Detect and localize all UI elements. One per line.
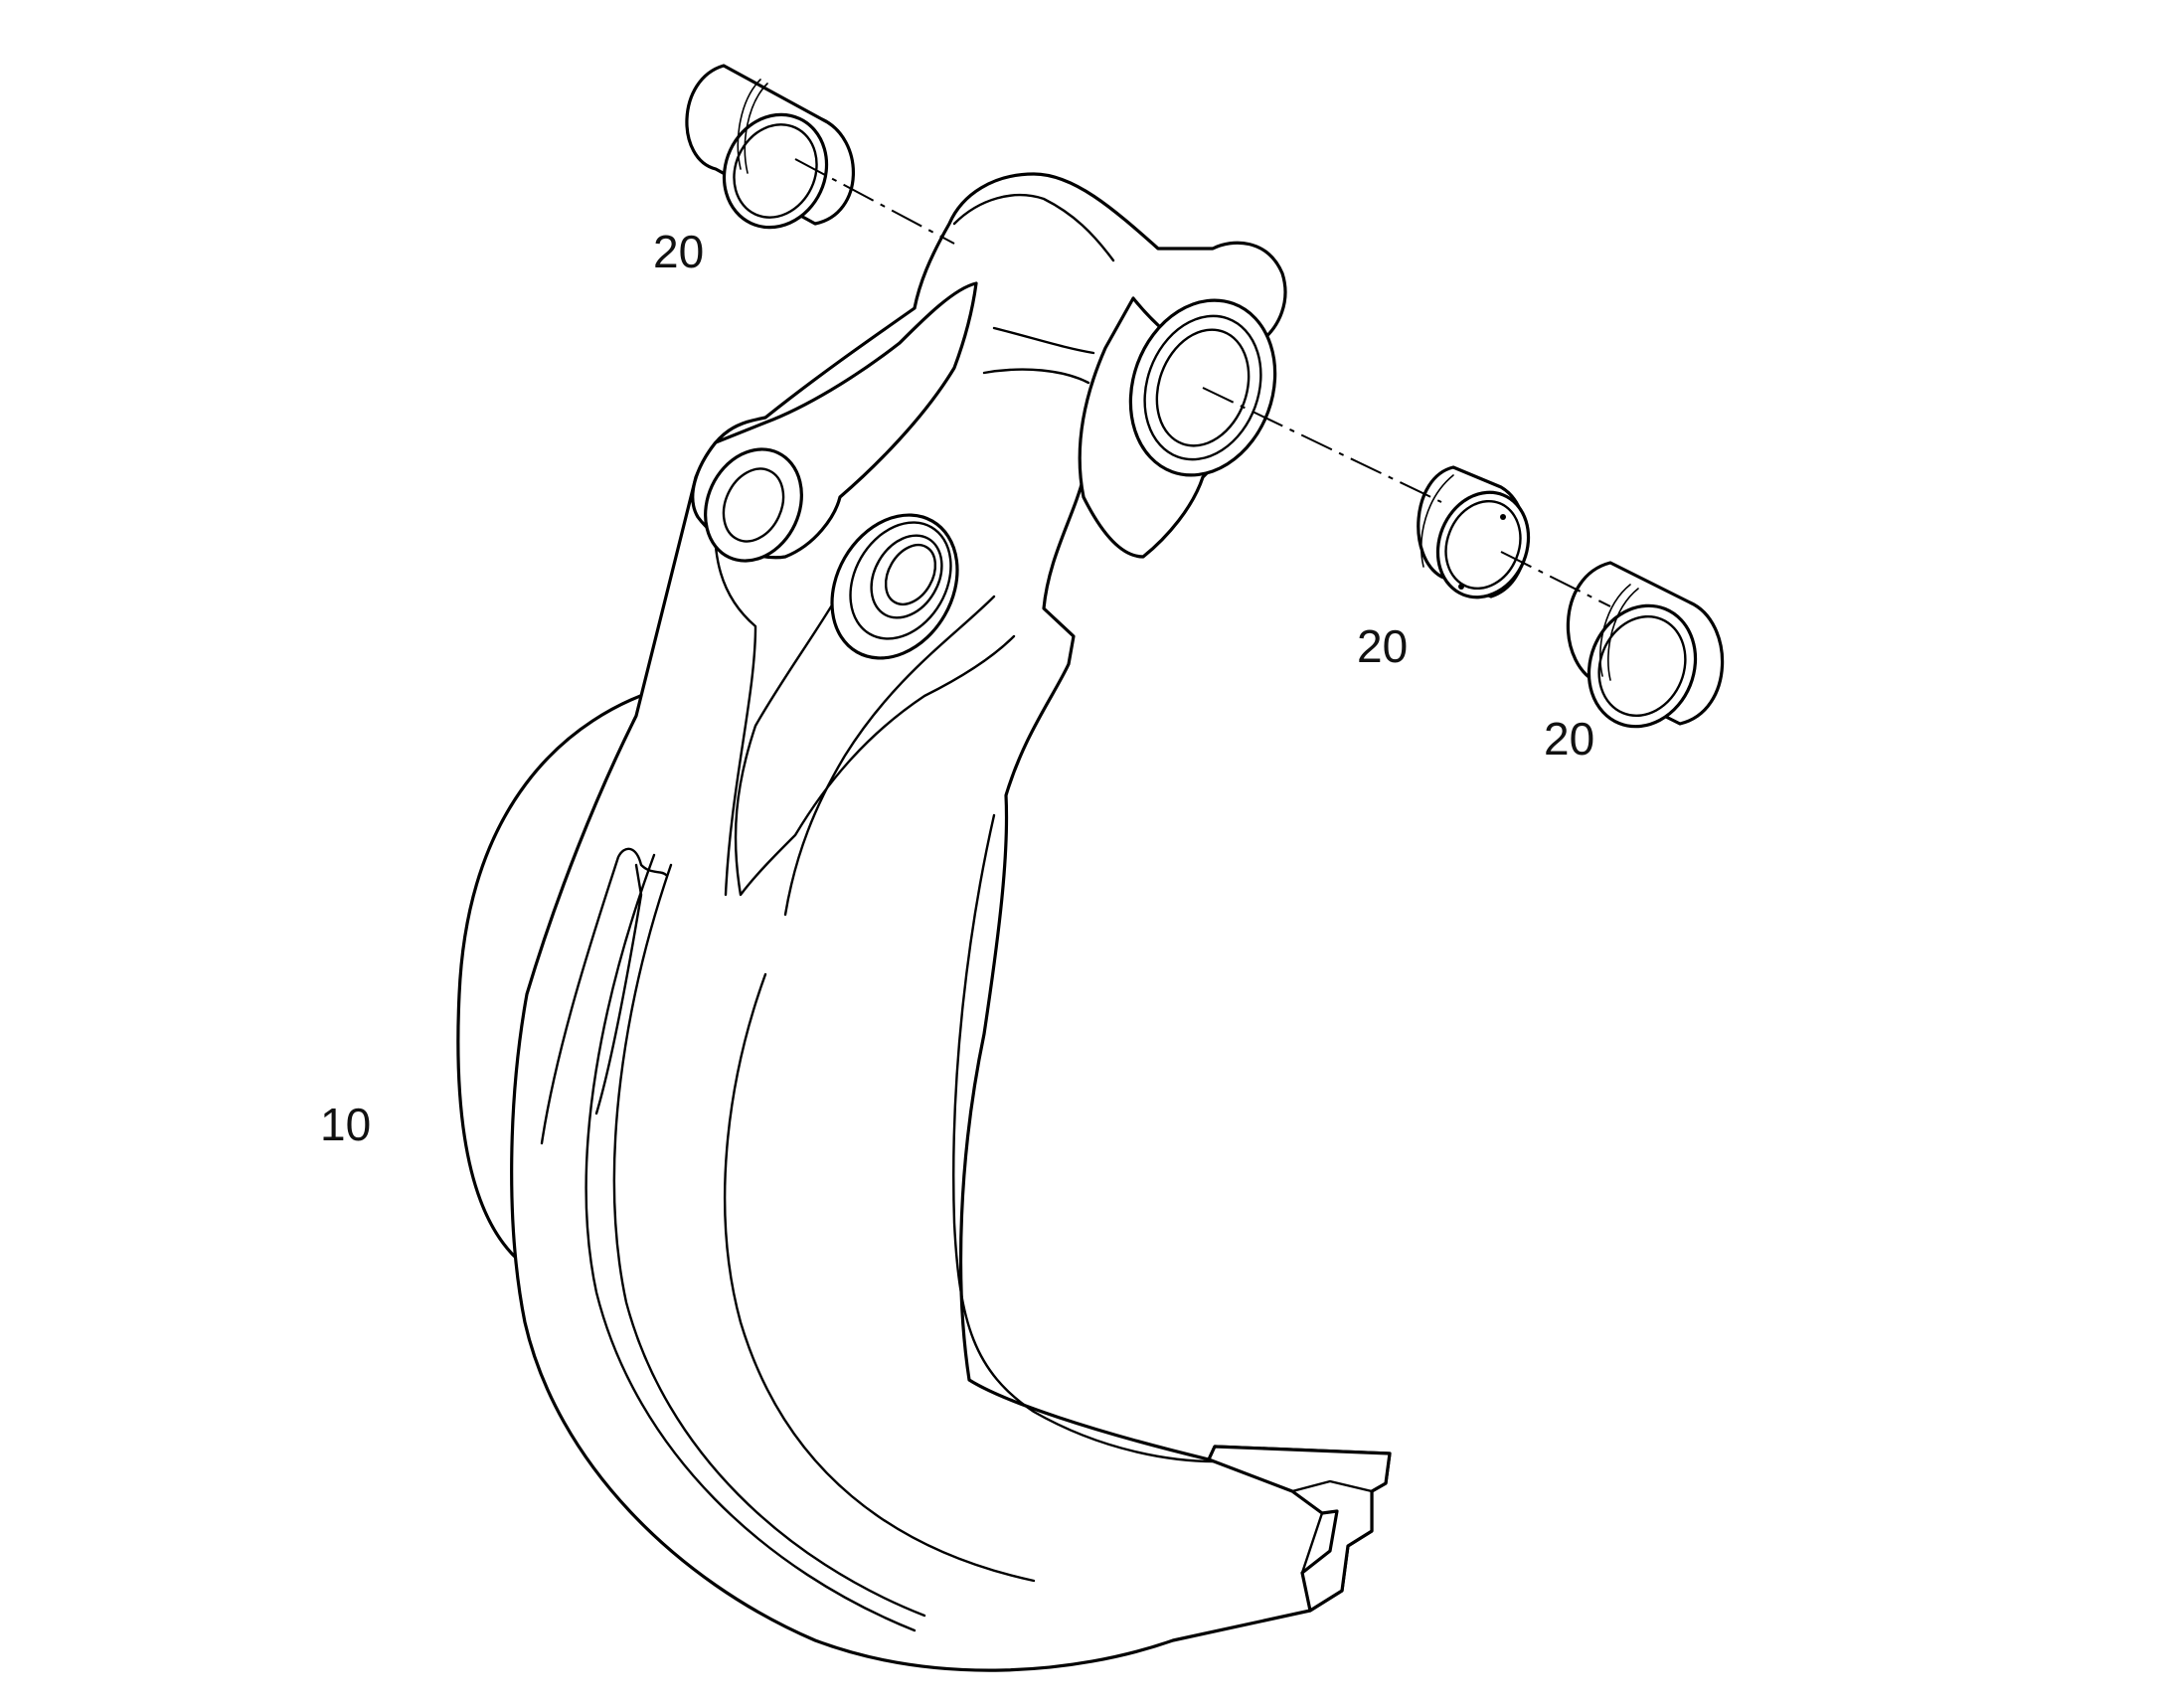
bushing-middle xyxy=(1417,465,1531,599)
bushing-right xyxy=(1566,561,1725,729)
callout-bushing-top-left: 20 xyxy=(653,226,705,277)
bucket-inner-curve-4 xyxy=(952,813,1217,1463)
bucket-inner-curve-2 xyxy=(612,863,926,1618)
bucket-cutting-edge xyxy=(1207,1445,1392,1613)
callout-bushing-middle: 20 xyxy=(1357,620,1409,672)
callout-bushing-right: 20 xyxy=(1544,713,1595,765)
bushing-top-left xyxy=(685,64,855,230)
bucket-groove xyxy=(540,847,668,1145)
axis-line-right-2 xyxy=(1500,551,1611,607)
bucket-side-rib xyxy=(713,495,757,897)
middle-boss xyxy=(830,513,959,660)
bucket-right-rib xyxy=(783,595,996,917)
top-arch-detail xyxy=(952,193,1115,262)
bucket-tooth-edge xyxy=(1290,1479,1374,1575)
axis-line-top xyxy=(794,158,955,245)
bucket-center-rib xyxy=(734,530,1016,897)
cross-tube xyxy=(982,326,1095,385)
bucket-inner-curve-3 xyxy=(723,972,1036,1583)
left-boss xyxy=(704,447,803,563)
axis-line-right xyxy=(1202,387,1442,503)
bucket-inner-curve-1 xyxy=(585,853,917,1632)
callout-bucket: 10 xyxy=(320,1099,372,1150)
